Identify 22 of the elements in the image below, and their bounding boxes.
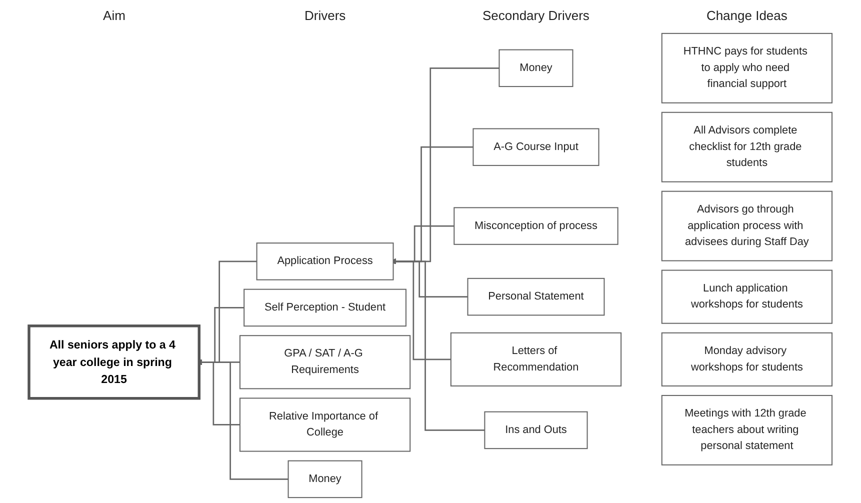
node-box: All Advisors complete checklist for 12th grade students [661, 112, 833, 182]
node-box: Money [498, 49, 574, 88]
node-box: Misconception of process [454, 207, 618, 245]
node-box: Ins and Outs [484, 411, 588, 450]
node-box: Personal Statement [467, 278, 605, 316]
node-box: Monday advisory workshops for students [661, 332, 833, 386]
node-box: A-G Course Input [472, 128, 600, 166]
node-box: Application Process [256, 242, 394, 280]
column-heading: Change Ideas [706, 8, 788, 23]
column-heading: Drivers [304, 8, 346, 23]
node-box: Letters of Recommendation [450, 332, 622, 386]
node-box: Lunch application workshops for students [661, 270, 833, 324]
node-box: Meetings with 12th grade teachers about writing personal statement [661, 394, 833, 466]
column-heading: Aim [103, 8, 126, 23]
node-box: All seniors apply to a 4 year college in spring 2015 [28, 324, 200, 400]
node-box: Money [288, 460, 362, 498]
node-box: GPA / SAT / A-G Requirements [239, 335, 411, 390]
node-box: Relative Importance of College [239, 398, 411, 452]
column-heading: Secondary Drivers [482, 8, 590, 23]
node-box: HTHNC pays for students to apply who need financial support [661, 32, 833, 104]
node-box: Advisors go through application process with advisees during Staff Day [661, 190, 833, 262]
node-box: Self Perception - Student [244, 288, 406, 327]
